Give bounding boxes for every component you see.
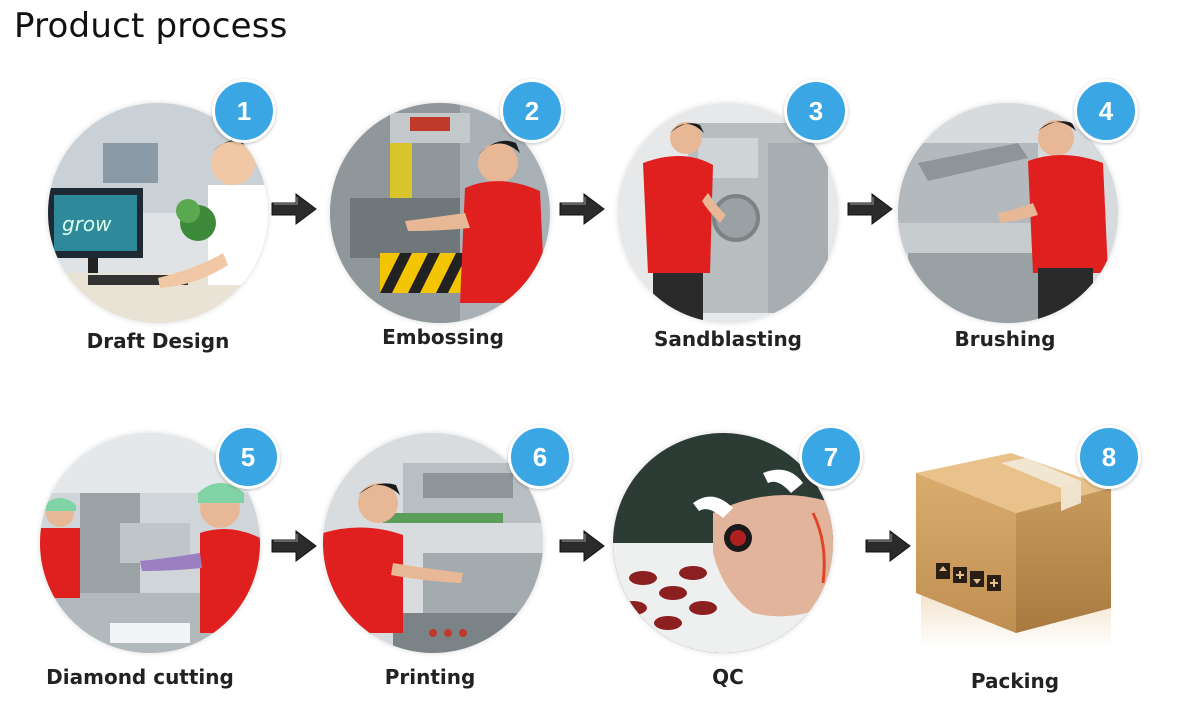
right-arrow-icon xyxy=(864,529,912,563)
step-embossing: 2 Embossing xyxy=(330,79,564,383)
step-label: Sandblasting xyxy=(654,327,802,351)
svg-text:grow: grow xyxy=(62,212,112,236)
step-packing: 8 Packing xyxy=(906,425,1141,713)
right-arrow-icon xyxy=(846,192,894,226)
step-qc: 7 QC xyxy=(613,425,863,713)
step-number-badge: 6 xyxy=(508,425,572,489)
step-label: Embossing xyxy=(382,325,504,349)
step-label: Printing xyxy=(384,665,476,689)
step-label: Diamond cutting xyxy=(46,665,234,689)
step-number-badge: 5 xyxy=(216,425,280,489)
step-number-badge: 1 xyxy=(212,79,276,143)
step-draft-design: grow 1 Draft Design xyxy=(48,79,278,383)
step-label: Draft Design xyxy=(86,329,230,353)
step-number-badge: 3 xyxy=(784,79,848,143)
step-label: QC xyxy=(712,665,744,689)
step-number-badge: 2 xyxy=(500,79,564,143)
brushing-photo xyxy=(898,103,1118,323)
step-diamond-cutting: 5 Diamond cutting xyxy=(40,425,280,713)
qc-photo xyxy=(613,433,833,653)
step-printing: 6 Printing xyxy=(323,425,572,713)
step-number-badge: 4 xyxy=(1074,79,1138,143)
right-arrow-icon xyxy=(270,529,318,563)
right-arrow-icon xyxy=(270,192,318,226)
step-label: Packing xyxy=(970,669,1060,693)
step-number-badge: 7 xyxy=(799,425,863,489)
step-number-badge: 8 xyxy=(1077,425,1141,489)
right-arrow-icon xyxy=(558,529,606,563)
page-title: Product process xyxy=(14,6,288,46)
step-brushing: 4 Brushing xyxy=(898,79,1138,383)
step-label: Brushing xyxy=(954,327,1056,351)
step-sandblasting: 3 Sandblasting xyxy=(618,79,848,383)
right-arrow-icon xyxy=(558,192,606,226)
cardboard-box-icon xyxy=(911,443,1121,653)
embossing-photo xyxy=(330,103,550,323)
